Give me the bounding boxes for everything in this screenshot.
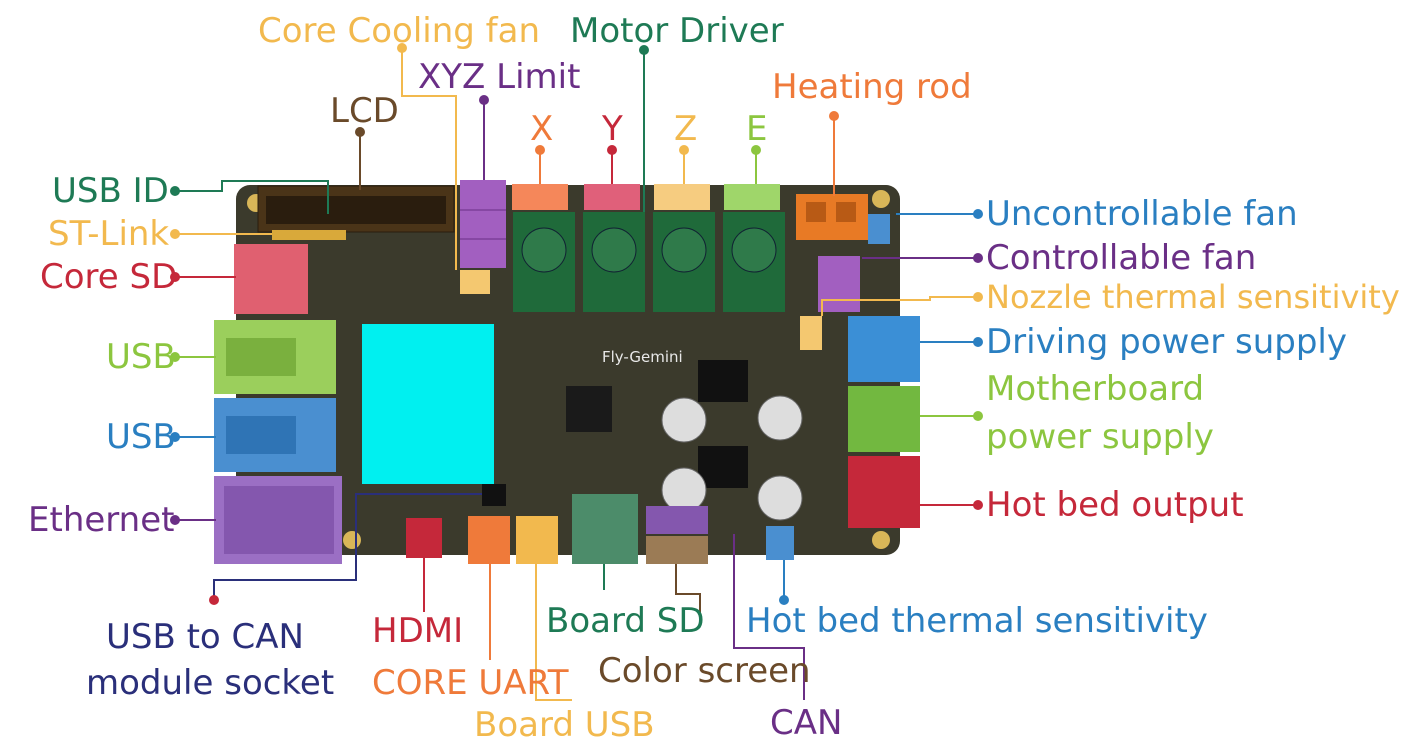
label-core-uart: CORE UART bbox=[372, 663, 569, 703]
label-y: Y bbox=[602, 109, 623, 149]
leader-core-fan bbox=[401, 48, 457, 270]
label-usb-1: USB bbox=[106, 337, 176, 377]
core-uart-connector bbox=[468, 516, 510, 564]
e-motor-connector bbox=[724, 184, 780, 210]
mount-hole bbox=[872, 190, 890, 208]
hdmi-port bbox=[406, 518, 442, 558]
label-driving-power: Driving power supply bbox=[986, 322, 1348, 362]
hot-bed-output-terminal bbox=[848, 456, 920, 528]
board-usb-port bbox=[516, 516, 558, 564]
label-ethernet: Ethernet bbox=[28, 500, 175, 540]
nozzle-thermal-connector bbox=[800, 316, 822, 350]
label-xyz-limit: XYZ Limit bbox=[418, 57, 581, 97]
core-sd-slot bbox=[234, 244, 308, 314]
motherboard-power-terminal bbox=[848, 386, 920, 452]
leader-usb-id bbox=[175, 180, 329, 214]
label-controllable-fan: Controllable fan bbox=[986, 238, 1257, 278]
y-motor-connector bbox=[584, 184, 640, 210]
label-usb-id: USB ID bbox=[52, 171, 169, 211]
core-fan-connector bbox=[460, 270, 490, 294]
label-core-cooling-fan: Core Cooling fan bbox=[258, 11, 541, 51]
leader-can bbox=[733, 534, 805, 700]
label-board-usb: Board USB bbox=[474, 705, 655, 745]
label-usb-to-can-2: module socket bbox=[86, 663, 335, 703]
core-module bbox=[362, 324, 494, 484]
label-color-screen: Color screen bbox=[598, 651, 811, 691]
label-st-link: ST-Link bbox=[48, 214, 170, 254]
label-usb-to-can-1: USB to CAN bbox=[106, 617, 304, 657]
usb-can-socket bbox=[482, 484, 506, 506]
label-motor-driver: Motor Driver bbox=[570, 11, 784, 51]
board-sd-slot bbox=[572, 494, 638, 564]
controllable-fan-connector bbox=[818, 256, 860, 312]
label-uncontrollable-fan: Uncontrollable fan bbox=[986, 194, 1298, 234]
z-motor-connector bbox=[654, 184, 710, 210]
mount-hole bbox=[343, 531, 361, 549]
label-heating-rod: Heating rod bbox=[772, 67, 972, 107]
xyz-limit-connectors bbox=[460, 180, 506, 268]
can-connector bbox=[646, 506, 708, 534]
hot-bed-thermal-connector bbox=[766, 526, 794, 560]
label-x: X bbox=[530, 109, 554, 149]
label-hdmi: HDMI bbox=[372, 611, 464, 651]
leader-usb-can bbox=[213, 493, 482, 600]
color-screen-connector bbox=[646, 536, 708, 564]
label-nozzle-thermal: Nozzle thermal sensitivity bbox=[986, 278, 1400, 316]
motor-drivers bbox=[513, 212, 785, 312]
label-e: E bbox=[746, 109, 768, 149]
uncontrollable-fan-connector bbox=[868, 214, 890, 244]
label-motherboard-power-2: power supply bbox=[986, 417, 1214, 457]
board-silkscreen: Fly-Gemini bbox=[602, 348, 683, 366]
label-can: CAN bbox=[770, 703, 843, 743]
label-usb-2: USB bbox=[106, 417, 176, 457]
label-motherboard-power-1: Motherboard bbox=[986, 369, 1205, 409]
st-link-header bbox=[272, 230, 346, 240]
mount-hole bbox=[872, 531, 890, 549]
x-motor-connector bbox=[512, 184, 568, 210]
label-core-sd: Core SD bbox=[40, 257, 178, 297]
label-z: Z bbox=[674, 109, 698, 149]
leader-board-usb bbox=[535, 564, 572, 701]
label-hot-bed-output: Hot bed output bbox=[986, 485, 1244, 525]
leader-color-screen bbox=[675, 564, 701, 626]
leader-nozzle bbox=[821, 296, 978, 316]
label-lcd: LCD bbox=[330, 91, 399, 131]
label-hot-bed-thermal: Hot bed thermal sensitivity bbox=[746, 601, 1208, 641]
label-board-sd: Board SD bbox=[546, 601, 705, 641]
driving-power-terminal bbox=[848, 316, 920, 382]
